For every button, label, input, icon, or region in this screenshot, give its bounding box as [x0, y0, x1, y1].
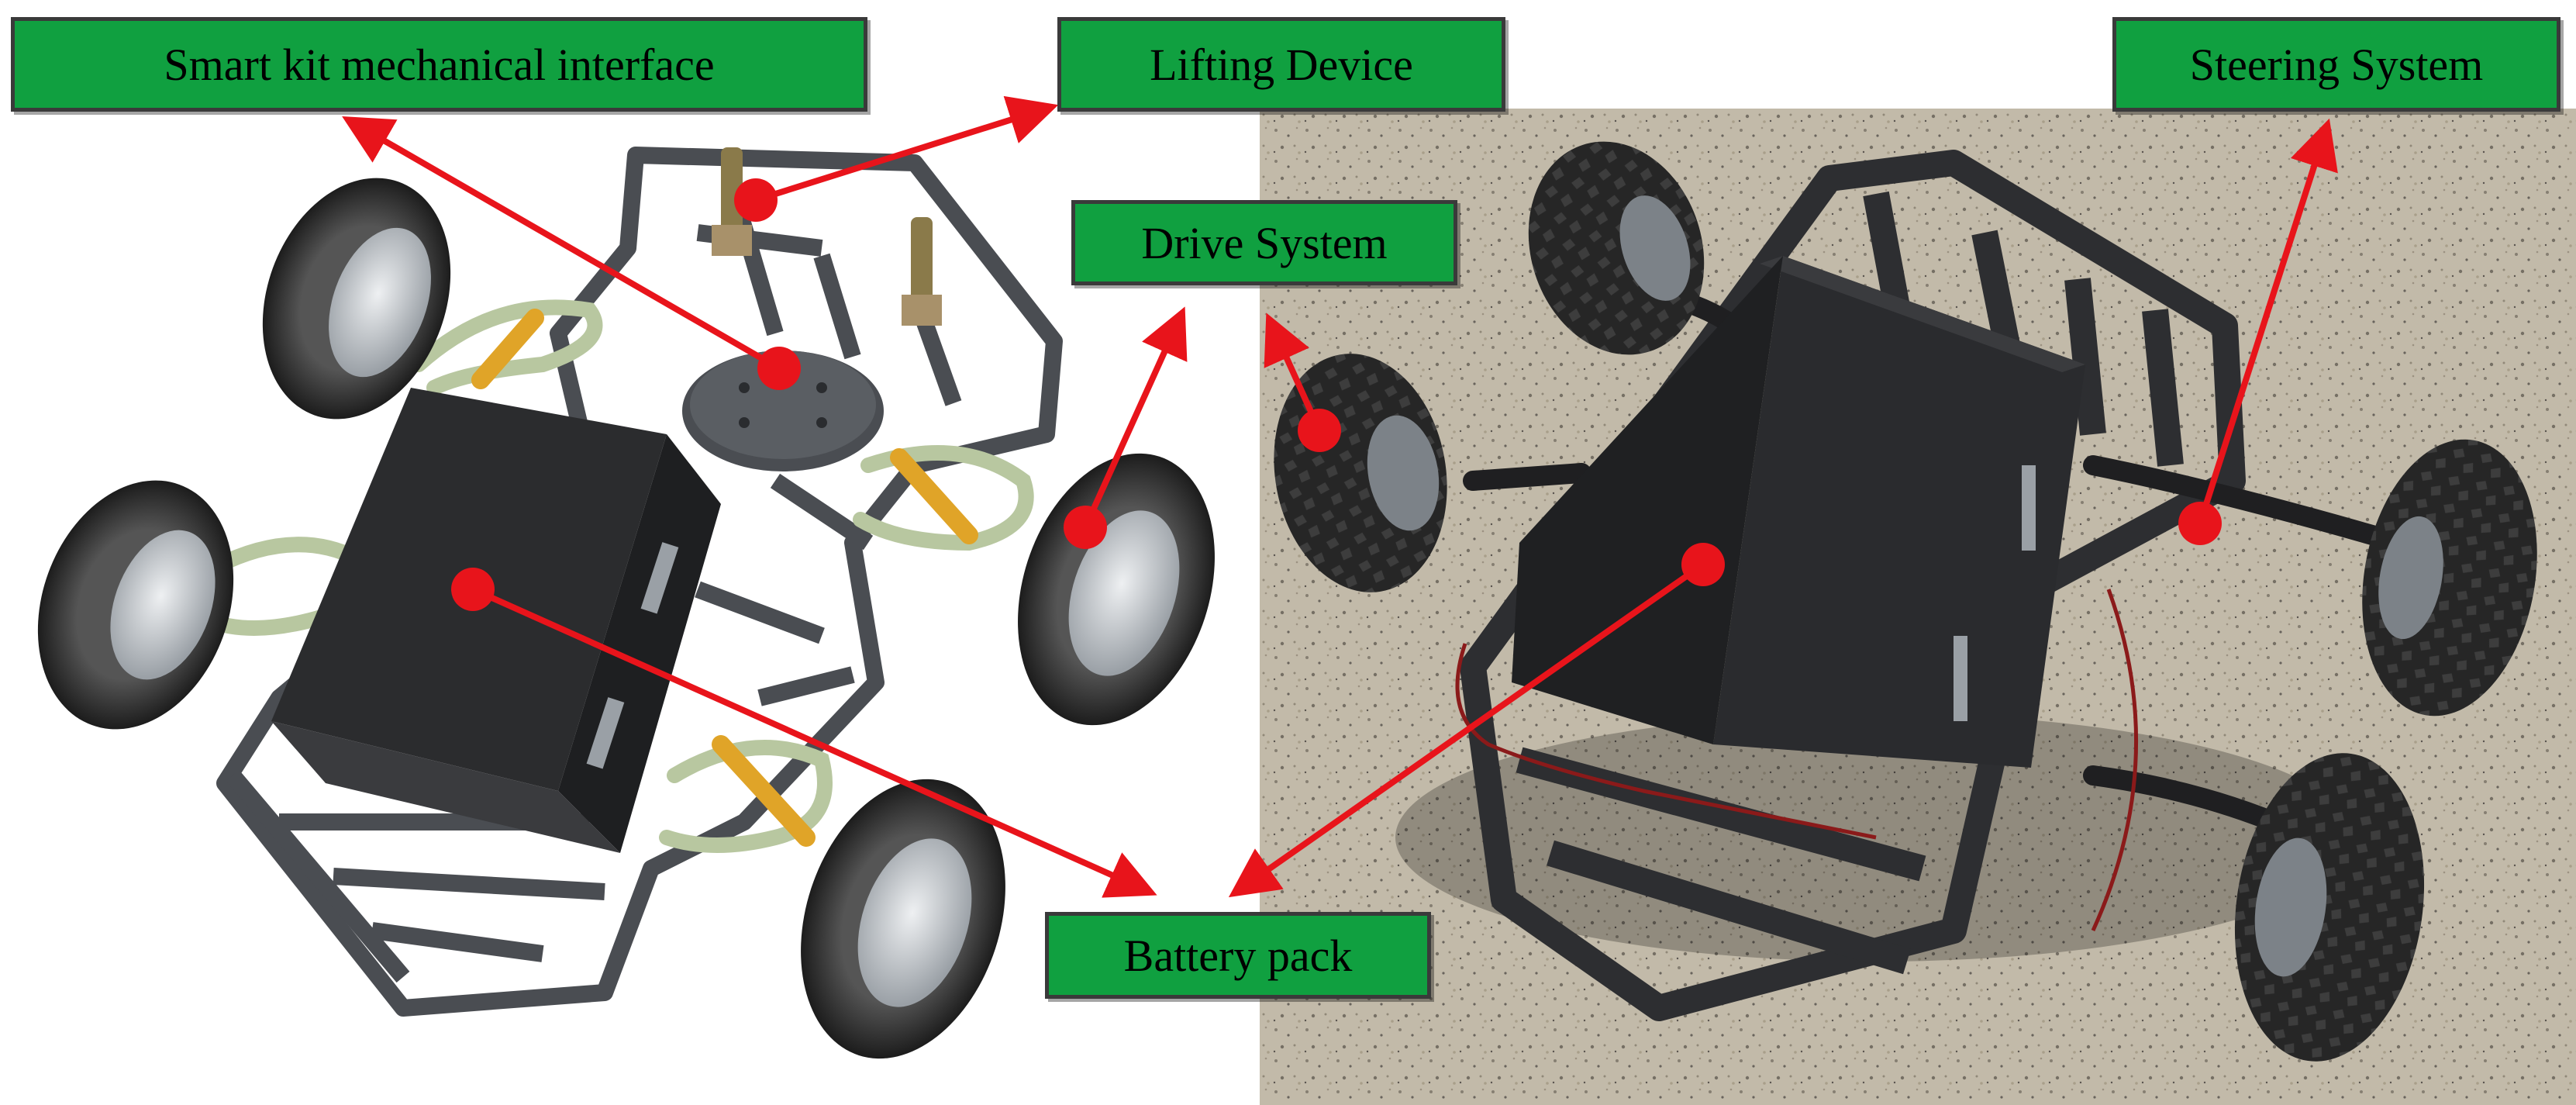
cad-battery-box — [271, 388, 721, 853]
cad-shock-absorbers — [471, 309, 978, 847]
photo-wheel-rear-right — [2234, 753, 2425, 1062]
photo-wires — [1455, 589, 2139, 932]
marker-steering — [2178, 502, 2222, 545]
callout-arrows — [342, 95, 2338, 898]
photo-wheel-front-right — [2362, 439, 2537, 717]
label-smart-kit-text: Smart kit mechanical interface — [164, 39, 715, 90]
label-smart-kit-interface: Smart kit mechanical interface — [11, 17, 867, 112]
label-drive-text: Drive System — [1141, 217, 1388, 268]
cad-interface-plate — [682, 350, 884, 471]
marker-smart-kit — [757, 347, 801, 390]
label-steering-system: Steering System — [2112, 17, 2560, 112]
label-steering-text: Steering System — [2189, 39, 2484, 90]
arrow-lifting — [754, 95, 1059, 203]
cad-lifting-actuators — [712, 147, 942, 326]
photo-wheel-front-left — [1528, 141, 1705, 355]
cad-wheel-rear-right — [801, 779, 1005, 1059]
label-lifting-text: Lifting Device — [1150, 39, 1413, 90]
label-lifting-device: Lifting Device — [1057, 17, 1505, 112]
cad-wheel-front-left — [262, 178, 451, 420]
cad-wheel-rear-left — [37, 480, 234, 730]
arrow-drive-cad — [1082, 306, 1188, 529]
photo-panel — [1260, 109, 2576, 1105]
arrow-battery-cad — [471, 586, 1157, 898]
marker-drive-photo — [1298, 409, 1341, 452]
label-battery-text: Battery pack — [1123, 930, 1353, 981]
arrow-steering — [2197, 118, 2338, 525]
marker-lifting — [734, 178, 778, 222]
marker-battery-photo — [1681, 543, 1725, 586]
arrow-smart-kit — [342, 116, 781, 371]
photo-battery-box — [1512, 256, 2085, 768]
marker-drive-cad — [1064, 506, 1107, 549]
label-drive-system: Drive System — [1071, 200, 1457, 285]
arrow-battery-photo — [1228, 561, 1705, 898]
cad-panel — [37, 147, 1215, 1059]
marker-battery-cad — [451, 568, 495, 611]
label-battery-pack: Battery pack — [1045, 912, 1431, 999]
